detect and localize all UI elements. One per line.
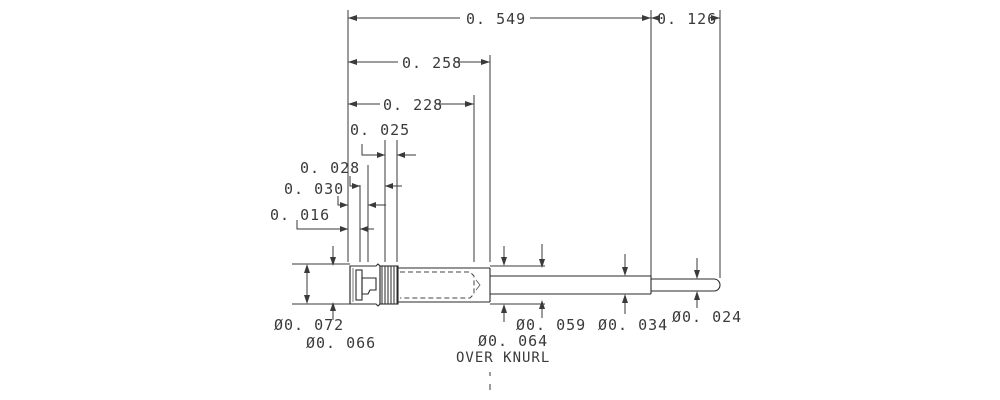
dim-length-228: 0. 228 — [348, 96, 474, 114]
dim-length-030-label: 0. 030 — [284, 180, 344, 198]
dim-length-258: 0. 258 — [348, 54, 490, 72]
dim-dia-059-label: Ø0. 059 — [516, 316, 586, 334]
dim-length-030: 0. 030 — [284, 180, 386, 208]
dim-dia-064: Ø0. 064 OVER KNURL — [456, 246, 550, 366]
dim-dia-064-label: Ø0. 064 — [478, 332, 548, 350]
dim-length-028-label: 0. 028 — [300, 159, 360, 177]
pin-part — [349, 263, 721, 307]
dim-dia-072: Ø0. 072 — [274, 263, 350, 334]
dim-overall-length-label: 0. 549 — [466, 10, 526, 28]
dim-dia-066: Ø0. 066 — [306, 246, 376, 352]
extension-lines — [347, 10, 721, 278]
dim-dia-034: Ø0. 034 — [598, 254, 668, 334]
dim-tip-length-label: 0. 126 — [657, 10, 717, 28]
dim-dia-024: Ø0. 024 — [672, 258, 742, 326]
dim-dia-064-note: OVER KNURL — [456, 350, 550, 366]
dim-length-025: 0. 025 — [350, 121, 416, 158]
dim-length-025-label: 0. 025 — [350, 121, 410, 139]
dim-dia-066-label: Ø0. 066 — [306, 334, 376, 352]
dim-overall-length: 0. 549 — [348, 10, 651, 28]
dim-length-016: 0. 016 — [270, 206, 374, 232]
dim-dia-059: Ø0. 059 — [516, 244, 586, 334]
dim-dia-034-label: Ø0. 034 — [598, 316, 668, 334]
dim-length-016-label: 0. 016 — [270, 206, 330, 224]
dim-length-028: 0. 028 — [300, 159, 402, 189]
knurl-band — [379, 265, 399, 305]
dim-length-258-label: 0. 258 — [402, 54, 462, 72]
dim-dia-072-label: Ø0. 072 — [274, 316, 344, 334]
dim-dia-024-label: Ø0. 024 — [672, 308, 742, 326]
dim-tip-length: 0. 126 — [651, 10, 720, 28]
dim-length-228-label: 0. 228 — [383, 96, 443, 114]
